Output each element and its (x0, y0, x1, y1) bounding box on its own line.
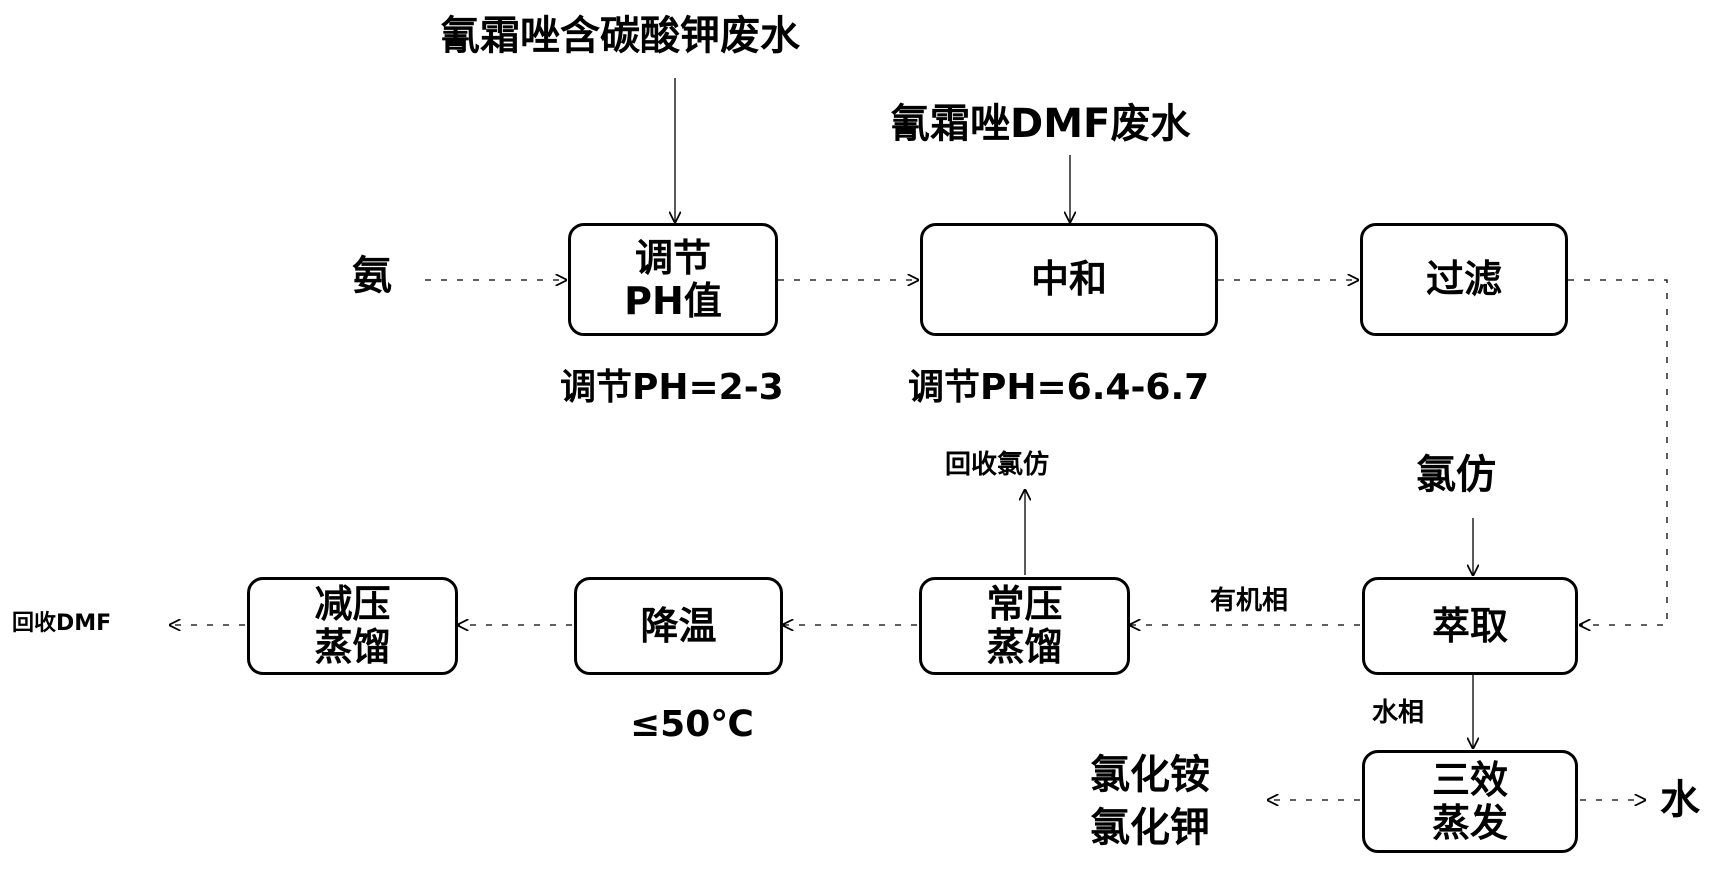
box-atm-distill-line2: 蒸馏 (986, 625, 1063, 669)
line-filter-to-extract (1568, 279, 1668, 625)
input-dmf-wastewater: 氰霜唑DMF废水 (890, 101, 1191, 147)
box-vacuum-distill: 减压 蒸馏 (247, 577, 458, 675)
box-adjust-ph-line2: PH值 (624, 278, 722, 323)
note-ph-6-4-6-7: 调节PH=6.4-6.7 (908, 367, 1210, 408)
box-vacuum-distill-line2: 蒸馏 (314, 625, 391, 669)
box-neutralize-line1: 中和 (1030, 257, 1107, 302)
box-extract-line1: 萃取 (1431, 603, 1508, 648)
box-cool-line1: 降温 (640, 603, 717, 648)
input-ammonia: 氨 (352, 253, 392, 299)
note-ph-2-3: 调节PH=2-3 (560, 367, 784, 408)
note-aqueous-phase: 水相 (1372, 698, 1425, 728)
box-atm-distill-line1: 常压 (986, 582, 1063, 627)
note-organic-phase: 有机相 (1210, 586, 1289, 616)
note-recover-chloroform: 回收氯仿 (945, 450, 1050, 480)
box-triple-evap-line2: 蒸发 (1431, 800, 1508, 845)
input-carbonate-wastewater: 氰霜唑含碳酸钾废水 (440, 13, 800, 59)
box-cool: 降温 (574, 577, 783, 675)
box-filter-line1: 过滤 (1425, 257, 1502, 302)
output-potassium-chloride: 氯化钾 (1090, 805, 1210, 851)
output-water: 水 (1660, 777, 1700, 823)
box-extract: 萃取 (1362, 577, 1578, 675)
note-temp: ≤50℃ (630, 704, 754, 745)
box-triple-evap: 三效 蒸发 (1362, 750, 1578, 853)
box-neutralize: 中和 (920, 223, 1218, 336)
box-filter: 过滤 (1360, 223, 1568, 336)
box-vacuum-distill-line1: 减压 (314, 582, 391, 627)
output-recover-dmf: 回收DMF (12, 611, 112, 636)
box-atm-distill: 常压 蒸馏 (919, 577, 1130, 675)
box-triple-evap-line1: 三效 (1431, 757, 1508, 802)
box-adjust-ph-line1: 调节 (634, 235, 711, 280)
box-adjust-ph: 调节 PH值 (568, 223, 778, 336)
output-ammonium-chloride: 氯化铵 (1090, 752, 1210, 798)
input-chloroform: 氯仿 (1416, 452, 1496, 498)
